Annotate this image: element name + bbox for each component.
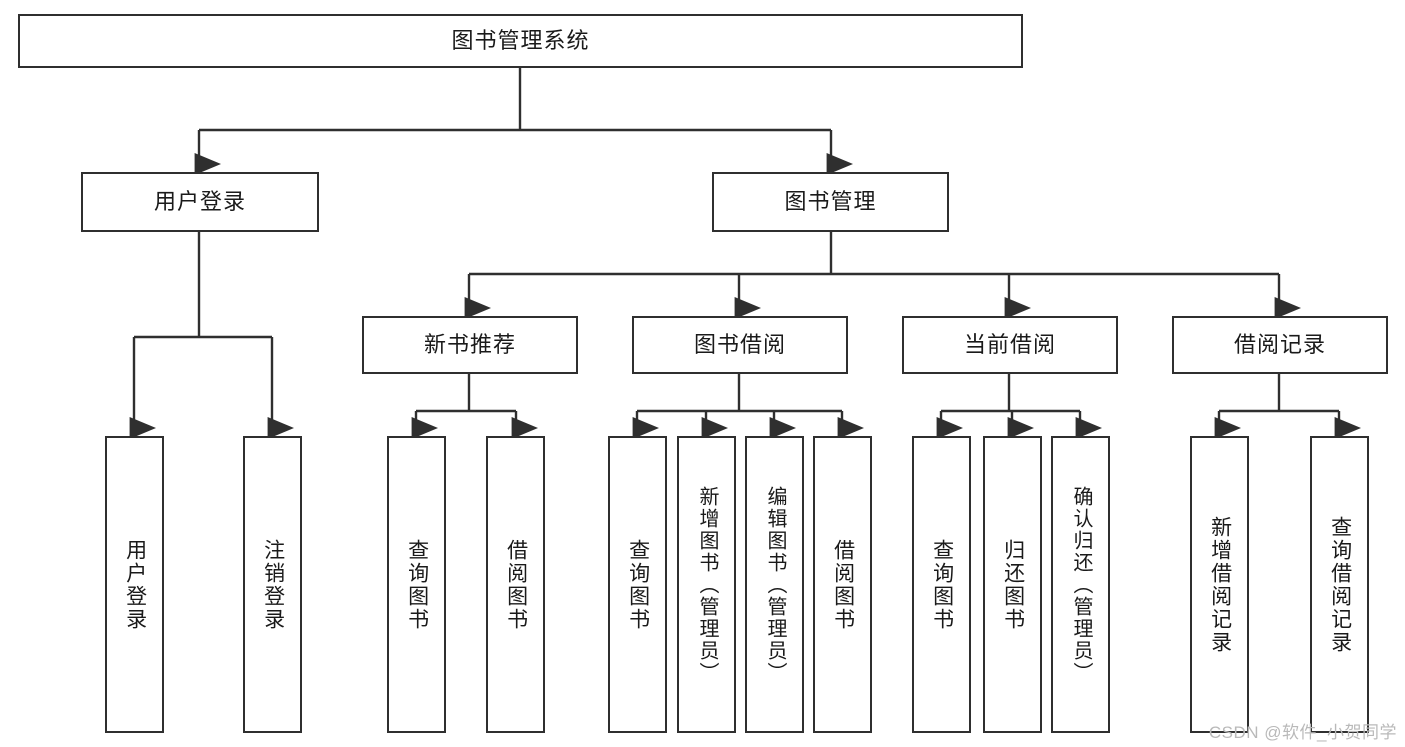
node-leaf-query-book-current[interactable]: 查询图书: [912, 436, 971, 733]
node-leaf-add-book-admin[interactable]: 新增图书（管理员）: [677, 436, 736, 733]
node-leaf-user-login[interactable]: 用户登录: [105, 436, 164, 733]
node-leaf-query-book-recommend[interactable]: 查询图书: [387, 436, 446, 733]
node-leaf-query-book-borrow[interactable]: 查询图书: [608, 436, 667, 733]
node-leaf-borrow-book[interactable]: 借阅图书: [813, 436, 872, 733]
node-leaf-user-logout[interactable]: 注销登录: [243, 436, 302, 733]
node-leaf-add-borrow-record[interactable]: 新增借阅记录: [1190, 436, 1249, 733]
node-leaf-return-book[interactable]: 归还图书: [983, 436, 1042, 733]
node-borrow-record[interactable]: 借阅记录: [1172, 316, 1388, 374]
node-leaf-edit-book-admin[interactable]: 编辑图书（管理员）: [745, 436, 804, 733]
node-leaf-confirm-return-admin[interactable]: 确认归还（管理员）: [1051, 436, 1110, 733]
node-leaf-query-borrow-record[interactable]: 查询借阅记录: [1310, 436, 1369, 733]
node-user-login[interactable]: 用户登录: [81, 172, 319, 232]
csdn-watermark: CSDN @软件_小贺同学: [1208, 723, 1397, 742]
node-current-borrow[interactable]: 当前借阅: [902, 316, 1118, 374]
node-leaf-borrow-book-recommend[interactable]: 借阅图书: [486, 436, 545, 733]
node-new-book-recommend[interactable]: 新书推荐: [362, 316, 578, 374]
node-book-manage[interactable]: 图书管理: [712, 172, 949, 232]
node-root-system[interactable]: 图书管理系统: [18, 14, 1023, 68]
node-book-borrow[interactable]: 图书借阅: [632, 316, 848, 374]
